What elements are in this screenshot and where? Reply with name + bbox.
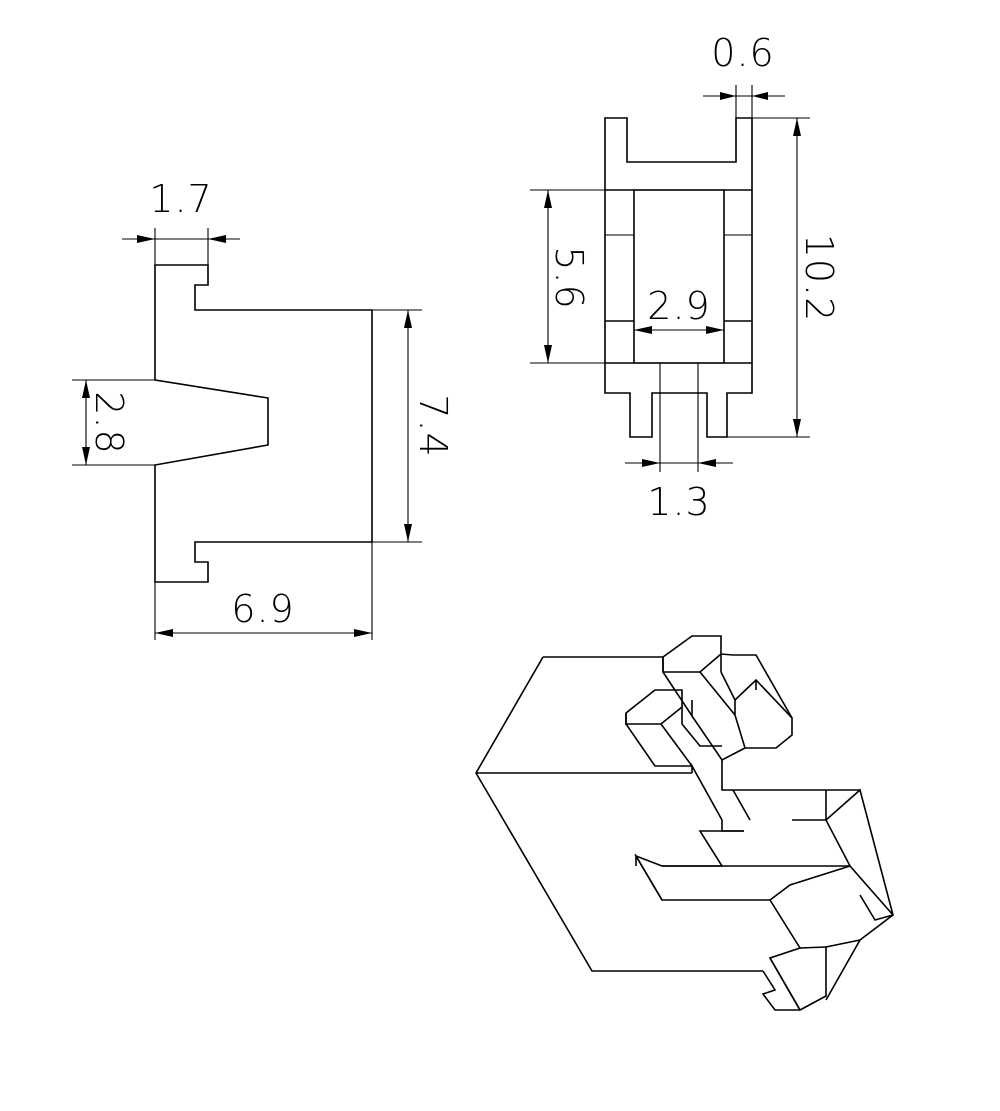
dim-label-6-9: 6.9 [231,587,294,631]
dim-front-overall-height: 10.2 [727,117,841,438]
side-view-outline [154,264,373,583]
dim-label-5-6: 5.6 [547,246,591,309]
dim-front-inner-height: 5.6 [530,189,605,364]
dim-side-top-width: 1.7 [122,177,240,265]
dim-label-1-3: 1.3 [647,480,710,524]
dim-label-7-4: 7.4 [411,394,455,457]
side-view [154,264,373,583]
dim-front-inner-width: 2.9 [634,284,724,334]
dim-side-height: 7.4 [372,309,455,543]
dim-label-1-7: 1.7 [149,177,212,221]
dim-side-notch-height: 2.8 [72,379,155,466]
isometric-view [475,635,894,1012]
dim-front-slot-width: 1.3 [625,393,733,524]
front-view-outline [604,117,753,438]
dim-front-wall-thickness: 0.6 [703,31,785,118]
front-view [604,117,753,438]
dim-label-2-8: 2.8 [87,391,131,454]
dim-label-10-2: 10.2 [797,234,841,323]
dim-label-2-9: 2.9 [647,284,710,328]
front-view-inner-cavity [633,189,725,364]
dim-side-width: 6.9 [154,542,373,640]
dim-label-0-6: 0.6 [711,31,774,75]
